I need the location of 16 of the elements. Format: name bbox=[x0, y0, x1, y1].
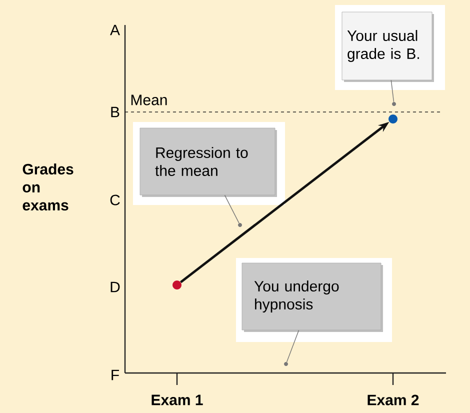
line-label: Mean bbox=[131, 94, 167, 106]
leader-line bbox=[390, 80, 394, 102]
tick-label: B bbox=[111, 106, 120, 118]
callout-box: Your usual grade is B. bbox=[335, 5, 445, 90]
tick-label: Exam 1 bbox=[152, 394, 203, 406]
tick-label: F bbox=[112, 370, 119, 380]
axis-title: Grades on exams bbox=[22, 164, 74, 210]
callout-box: You undergo hypnosis bbox=[236, 258, 392, 342]
leader-line bbox=[286, 330, 300, 362]
leader-line bbox=[224, 194, 240, 224]
data-point bbox=[388, 114, 398, 124]
tick-label: D bbox=[110, 282, 120, 292]
data-point bbox=[172, 280, 182, 290]
tick-label: A bbox=[110, 24, 120, 36]
tick-label: Exam 2 bbox=[368, 394, 419, 406]
callout-box: Regression to the mean bbox=[133, 122, 285, 205]
